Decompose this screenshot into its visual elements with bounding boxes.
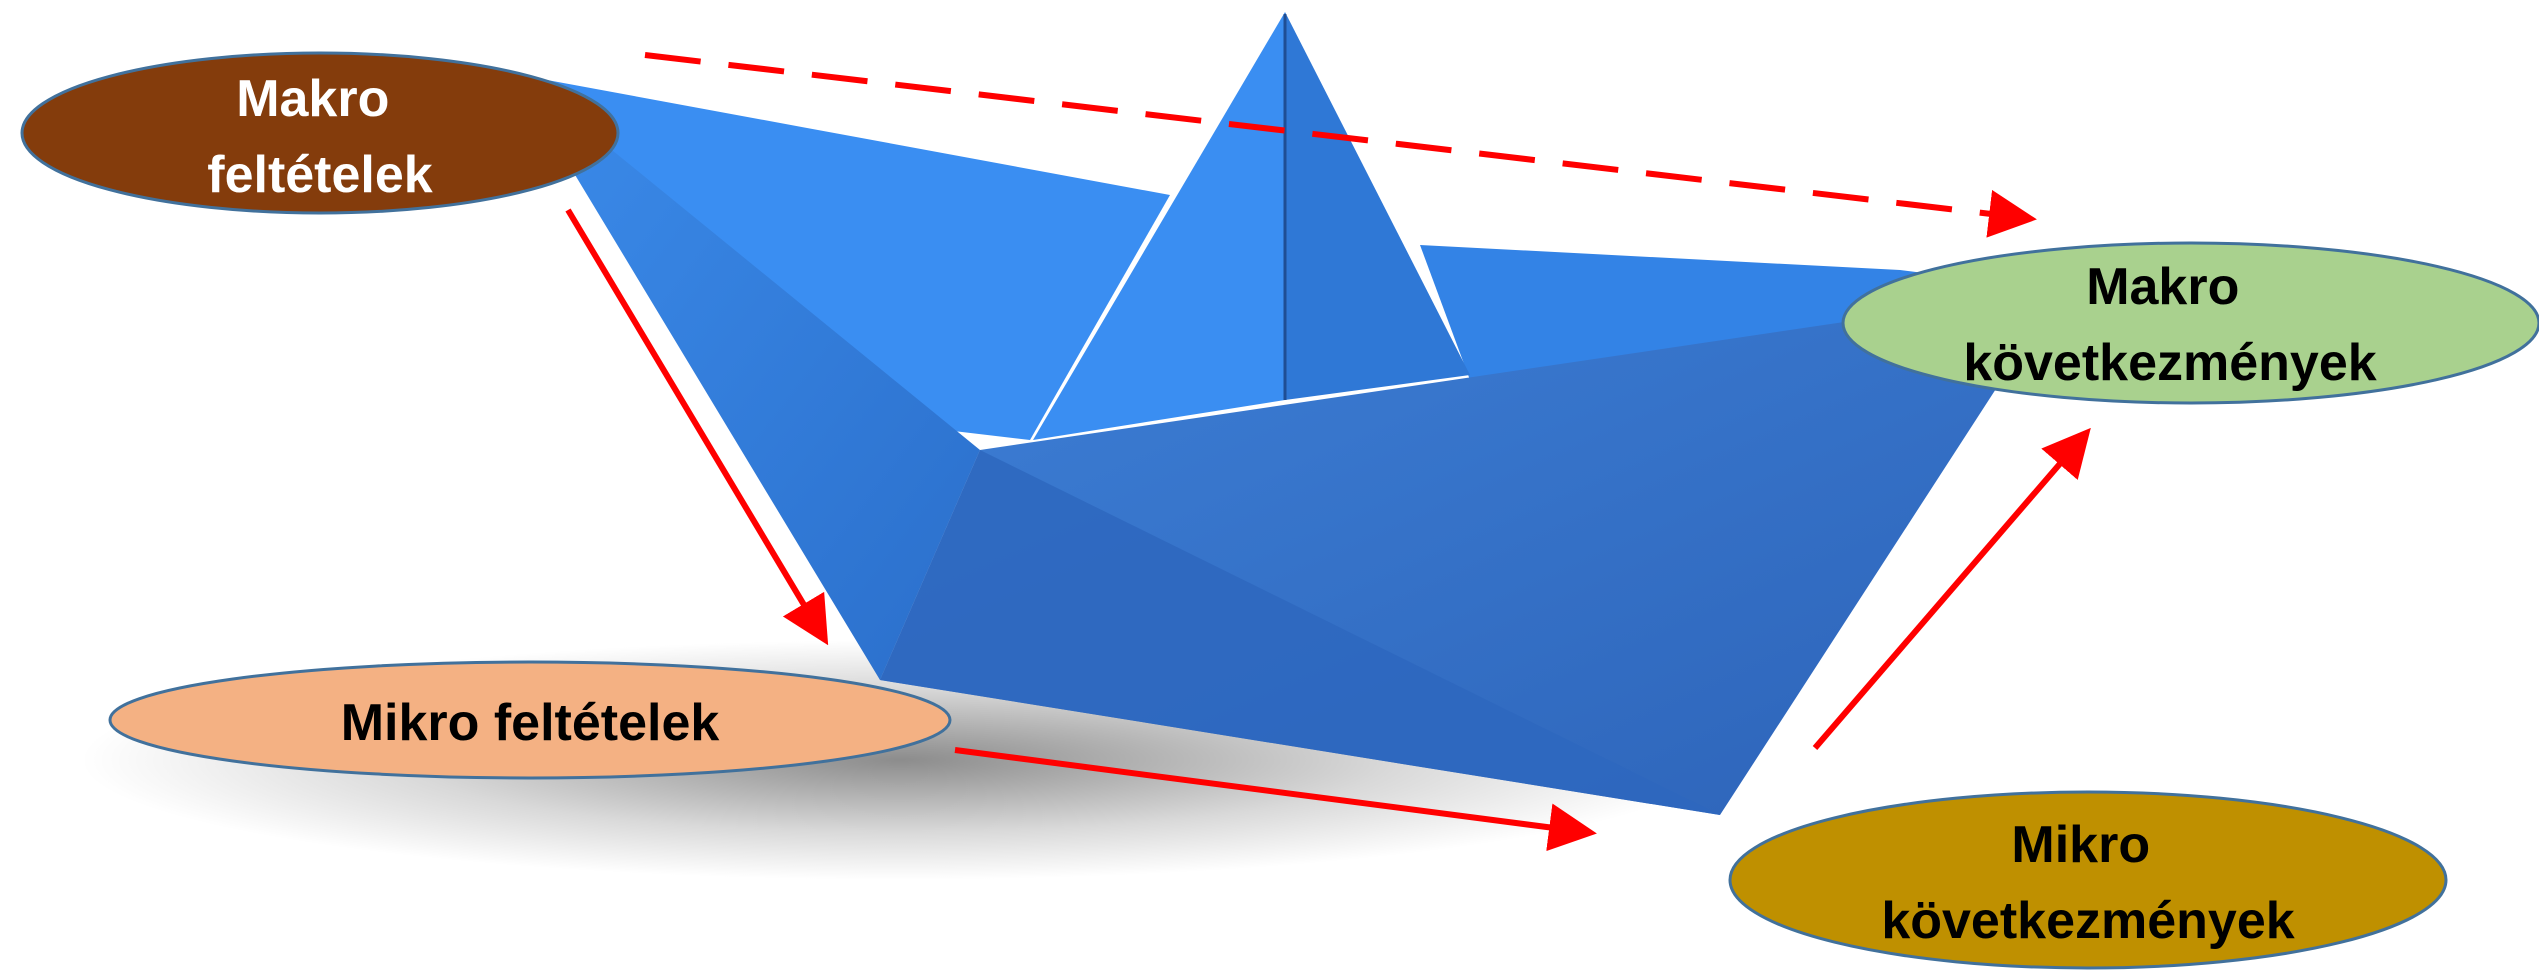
node-micro-consequences: Mikro következmények — [1728, 790, 2448, 970]
paper-boat-illustration — [80, 12, 2060, 880]
node-micro-conditions: Mikro feltételek — [108, 660, 952, 780]
boat-sail-left — [1033, 12, 1285, 440]
node-macro-consequences: Makro következmények — [1841, 241, 2539, 405]
node-macro-conditions: Makro feltételek — [20, 51, 620, 215]
arrow-micro-conditions-to-micro-consequences — [954, 747, 1597, 852]
node-macro-conditions-line-2: feltételek — [207, 146, 433, 204]
boat-inner-left — [520, 75, 1170, 440]
node-micro-consequences-ellipse — [1728, 790, 2448, 970]
node-micro-conditions-ellipse — [108, 660, 952, 780]
boat-front-fold — [880, 450, 1720, 815]
boat-sail-right — [1285, 12, 1470, 400]
arrow-macro-conditions-to-micro-conditions — [565, 208, 829, 646]
arrows — [565, 52, 2091, 852]
node-micro-consequences-line-1: Mikro — [2011, 816, 2150, 874]
node-micro-conditions-line-1: Mikro feltételek — [341, 694, 720, 752]
svg-text:Makro következmények: Makro következmények — [1963, 258, 2376, 392]
node-macro-conditions-line-1: Makro — [236, 70, 389, 128]
boat-left-hull — [520, 75, 980, 680]
svg-text:Mikro következmények: Mikro következmények — [1881, 816, 2294, 950]
svg-text:Makro feltételek: Makro feltételek — [207, 70, 433, 204]
node-macro-consequences-line-1: Makro — [2086, 258, 2239, 316]
node-macro-consequences-line-2: következmények — [1963, 334, 2376, 392]
arrow-micro-consequences-to-macro-consequences — [1812, 427, 2091, 750]
arrow-macro-conditions-to-macro-consequences — [644, 52, 2037, 238]
node-macro-conditions-ellipse — [20, 51, 620, 215]
node-macro-consequences-ellipse — [1841, 241, 2539, 405]
svg-text:Mikro feltételek: Mikro feltételek — [341, 694, 720, 752]
node-micro-consequences-line-2: következmények — [1881, 892, 2294, 950]
